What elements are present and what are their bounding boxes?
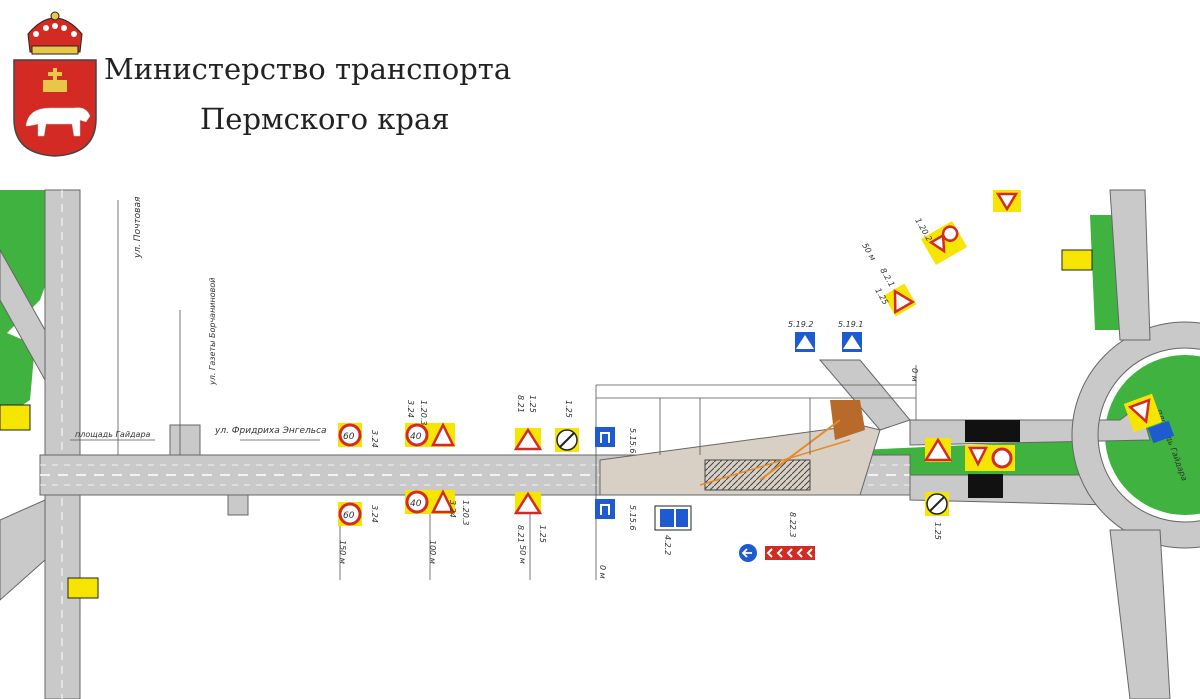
ministry-title-line1: Министерство транспорта	[104, 52, 512, 86]
svg-text:50 м: 50 м	[860, 242, 877, 263]
svg-text:1.25: 1.25	[538, 525, 547, 543]
give-way-sign	[1127, 398, 1151, 424]
svg-text:8.22.3: 8.22.3	[788, 512, 797, 537]
lane-direction-sign	[595, 499, 615, 519]
svg-text:3.24: 3.24	[448, 500, 457, 518]
svg-text:5.19.2: 5.19.2	[788, 320, 813, 329]
road-plan-drawing: ул. Почтовая ул. Газеты Борчаниновой ул.…	[0, 189, 1200, 699]
lane-narrowing-sign	[430, 489, 456, 514]
svg-text:3.24: 3.24	[370, 505, 379, 523]
svg-text:50 м: 50 м	[518, 545, 527, 564]
svg-text:8.2.1: 8.2.1	[878, 267, 896, 289]
svg-text:5.15.6: 5.15.6	[628, 505, 637, 530]
label-borchaninova: ул. Газеты Борчаниновой	[208, 278, 217, 386]
svg-text:3.24: 3.24	[406, 400, 415, 418]
give-way-sign	[967, 446, 989, 467]
svg-text:1.25: 1.25	[528, 395, 537, 413]
svg-text:5.19.1: 5.19.1	[838, 320, 863, 329]
label-ploshchad-gaidara-left: площадь Гайдара	[75, 430, 151, 439]
give-way-sign	[928, 233, 946, 254]
svg-text:150 м: 150 м	[338, 540, 347, 564]
svg-text:1.25: 1.25	[873, 287, 890, 307]
roadworks-sign	[513, 491, 543, 515]
roundabout-sign-plate	[1147, 420, 1175, 444]
header: Министерство транспорта Пермского края	[0, 0, 1200, 170]
ministry-title-line2: Пермского края	[200, 102, 450, 136]
label-engels: ул. Фридриха Энгельса	[214, 426, 327, 436]
svg-text:100 м: 100 м	[428, 540, 437, 564]
svg-text:60: 60	[343, 511, 355, 521]
speed-limit-40-sign	[405, 423, 429, 447]
svg-text:0 м: 0 м	[910, 368, 919, 382]
label-pochtovaya: ул. Почтовая	[133, 196, 143, 259]
speed-limit-40-sign	[991, 447, 1013, 469]
svg-text:0 м: 0 м	[598, 565, 607, 579]
speed-limit-60-sign	[338, 502, 362, 526]
svg-text:3.24: 3.24	[370, 430, 379, 448]
roadworks-sign	[513, 427, 543, 451]
svg-text:8.21: 8.21	[516, 525, 525, 543]
svg-text:1.20.3: 1.20.3	[419, 400, 428, 425]
info-plate	[0, 404, 31, 431]
info-plate	[1061, 249, 1093, 271]
lane-direction-sign	[595, 427, 615, 447]
svg-text:5.15.6: 5.15.6	[628, 428, 637, 453]
svg-text:40: 40	[410, 499, 422, 509]
info-plate	[67, 577, 99, 599]
lane-narrowing-sign	[430, 422, 456, 447]
svg-text:60: 60	[343, 432, 355, 442]
svg-text:1.20.3: 1.20.3	[461, 500, 470, 525]
perm-coat-of-arms-icon	[13, 11, 97, 157]
svg-text:40: 40	[410, 432, 422, 442]
speed-limit-60-sign	[338, 423, 362, 447]
give-way-sign	[995, 192, 1019, 212]
speed-limit-40-sign	[405, 490, 429, 514]
hatched-median	[704, 459, 811, 491]
roadworks-sign	[893, 289, 916, 315]
svg-text:1.25: 1.25	[564, 400, 573, 418]
svg-text:1.25: 1.25	[933, 522, 942, 540]
roadworks-sign	[923, 437, 953, 462]
svg-text:4.2.2: 4.2.2	[663, 535, 672, 555]
svg-text:8.21: 8.21	[516, 395, 525, 413]
